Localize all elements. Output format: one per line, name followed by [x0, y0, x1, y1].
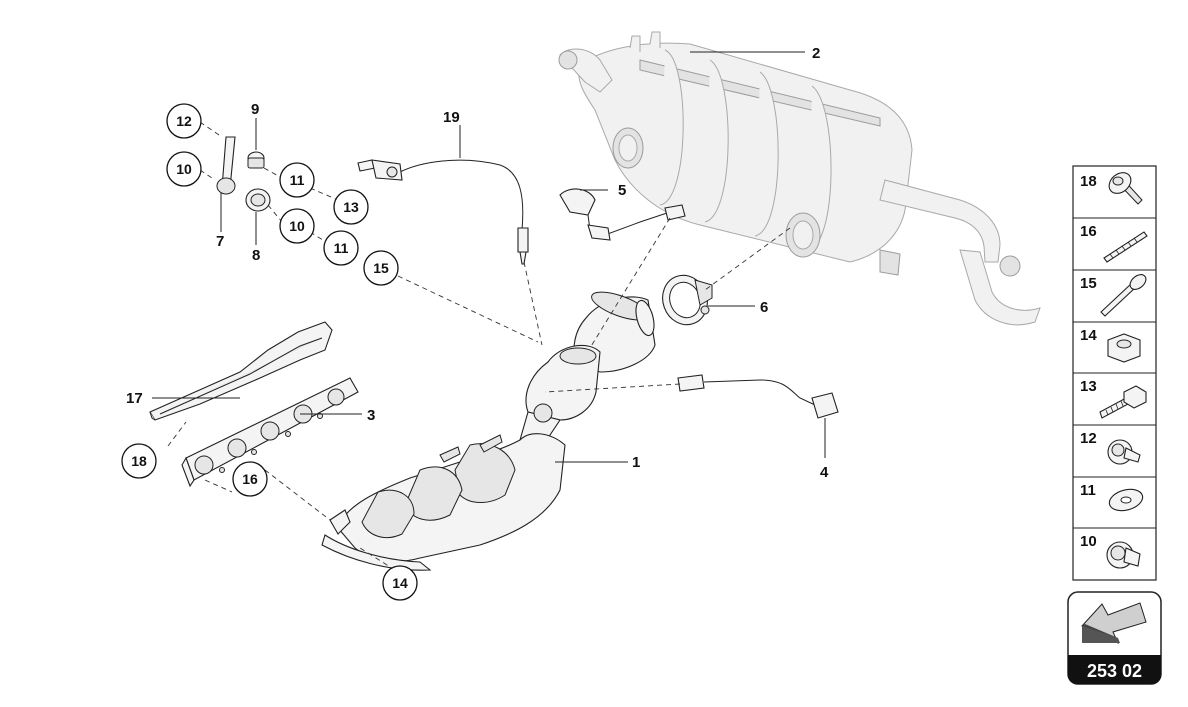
- svg-text:18: 18: [131, 453, 147, 469]
- legend-item-14[interactable]: 14: [1080, 327, 1141, 363]
- svg-text:16: 16: [242, 471, 258, 487]
- hardware-legend: 18 16 15 14: [1072, 165, 1157, 581]
- svg-text:13: 13: [343, 199, 359, 215]
- callout-6[interactable]: 6: [760, 299, 768, 316]
- svg-text:11: 11: [290, 172, 305, 188]
- callout-19[interactable]: 19: [443, 109, 460, 126]
- bracket-7-part[interactable]: [216, 136, 236, 232]
- callout-5[interactable]: 5: [618, 182, 626, 199]
- callout-1[interactable]: 1: [632, 454, 640, 471]
- circled-callout-10b[interactable]: 10: [279, 208, 315, 244]
- pipe-clamp-part[interactable]: [656, 269, 755, 331]
- circled-callout-16[interactable]: 16: [232, 461, 268, 497]
- washer-icon: [1108, 488, 1144, 512]
- svg-text:10: 10: [176, 161, 192, 177]
- back-arrow-icon: [1081, 602, 1147, 645]
- legend-item-11[interactable]: 11: [1080, 482, 1145, 514]
- callout-3[interactable]: 3: [367, 407, 375, 424]
- long-bolt-icon: [1100, 274, 1147, 317]
- callout-4[interactable]: 4: [820, 464, 829, 481]
- circled-callout-12[interactable]: 12: [166, 103, 202, 139]
- circled-callout-11b[interactable]: 11: [323, 230, 359, 266]
- svg-text:13: 13: [1080, 378, 1097, 395]
- legend-item-15[interactable]: 15: [1080, 272, 1149, 317]
- circled-callouts: 12 10 11 13 10 11 15 18: [121, 103, 418, 601]
- rear-silencer-part[interactable]: [558, 31, 1041, 326]
- dashed-leaders: [167, 121, 791, 571]
- legend-item-16[interactable]: 16: [1080, 223, 1148, 263]
- oxygen-sensor-4-part[interactable]: [677, 374, 839, 458]
- svg-text:11: 11: [1080, 482, 1096, 499]
- circled-callout-11a[interactable]: 11: [279, 162, 315, 198]
- manifold-gasket-part[interactable]: [181, 377, 362, 488]
- stud-icon: [1103, 231, 1148, 263]
- spacer-sleeve-icon: [1106, 541, 1141, 569]
- hex-bolt-icon: [1099, 385, 1147, 419]
- exhaust-temp-sensor-part[interactable]: [357, 125, 529, 265]
- svg-text:12: 12: [176, 113, 192, 129]
- sleeve-8-part[interactable]: [245, 188, 271, 245]
- legend-item-18[interactable]: 18: [1080, 168, 1143, 205]
- hex-nut-icon: [1107, 333, 1141, 363]
- callout-7[interactable]: 7: [216, 233, 224, 250]
- legend-item-13[interactable]: 13: [1080, 378, 1147, 419]
- svg-text:14: 14: [392, 575, 408, 591]
- callout-9[interactable]: 9: [251, 101, 259, 118]
- callout-2[interactable]: 2: [812, 45, 820, 62]
- callout-8[interactable]: 8: [252, 247, 260, 264]
- svg-text:10: 10: [289, 218, 305, 234]
- svg-text:15: 15: [1080, 275, 1097, 292]
- plug-9-part[interactable]: [247, 118, 265, 169]
- short-bolt-icon: [1107, 439, 1141, 465]
- circled-callout-14[interactable]: 14: [382, 565, 418, 601]
- svg-text:10: 10: [1080, 533, 1097, 550]
- svg-text:11: 11: [334, 240, 349, 256]
- page-code: 253 02: [1087, 661, 1142, 681]
- legend-item-10[interactable]: 10: [1080, 533, 1141, 569]
- legend-item-12[interactable]: 12: [1080, 430, 1141, 465]
- svg-text:18: 18: [1080, 173, 1097, 190]
- circled-callout-13[interactable]: 13: [333, 189, 369, 225]
- circled-callout-15[interactable]: 15: [363, 250, 399, 286]
- svg-text:12: 12: [1080, 430, 1097, 447]
- heat-shield-part[interactable]: [149, 321, 333, 421]
- exhaust-manifold-catalyst-part[interactable]: [321, 286, 657, 571]
- circled-callout-10a[interactable]: 10: [166, 151, 202, 187]
- callout-labels: 1 2 3 4 5 6 7 8 9 17 19: [126, 45, 829, 481]
- flange-bolt-icon: [1108, 172, 1143, 205]
- callout-17[interactable]: 17: [126, 390, 143, 407]
- circled-callout-18[interactable]: 18: [121, 443, 157, 479]
- page-nav-box[interactable]: 253 02: [1067, 591, 1162, 685]
- svg-text:16: 16: [1080, 223, 1097, 240]
- svg-text:15: 15: [373, 260, 389, 276]
- svg-text:14: 14: [1080, 327, 1097, 344]
- oxygen-sensor-5-part[interactable]: [559, 188, 686, 241]
